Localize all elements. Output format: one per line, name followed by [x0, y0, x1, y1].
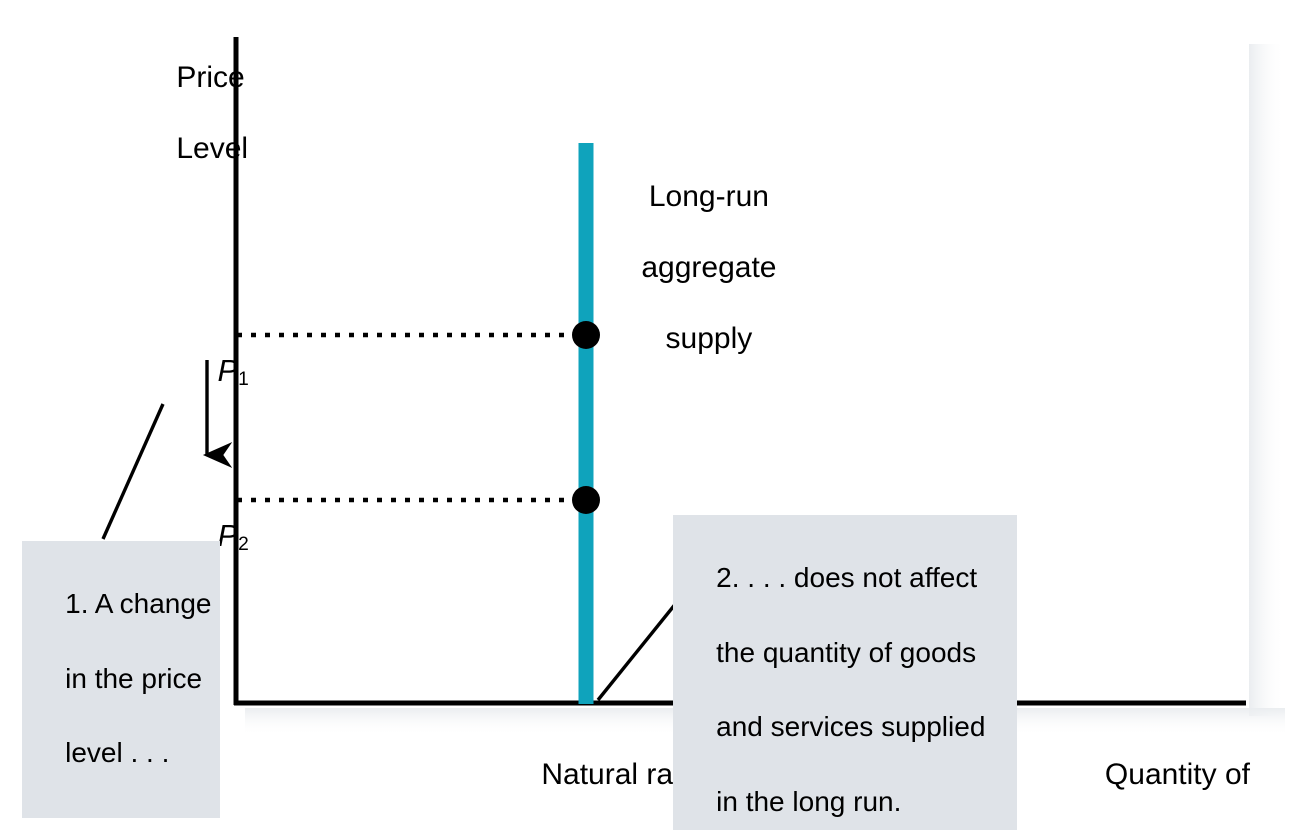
equilibrium-point-p1[interactable] [572, 321, 600, 349]
y-axis-label-line1: Price [176, 61, 245, 95]
p2-axis-label: P2 [183, 481, 249, 593]
lras-label-line2: aggregate [641, 251, 777, 285]
p1-symbol: P [217, 352, 239, 388]
y-axis-label-line2: Level [176, 132, 249, 166]
y-axis-label: Price Level [143, 25, 248, 202]
natural-rate-tick-label: Natural rate of output [508, 722, 698, 830]
callout-two-leader-line [596, 595, 683, 702]
x-axis-label-line1: Quantity of [1104, 758, 1250, 792]
p2-symbol: P [217, 517, 239, 553]
callout-two-line2: the quantity of goods [716, 636, 977, 668]
callout-one-leader-line [101, 403, 165, 540]
shadow-band-right [1249, 44, 1285, 716]
p1-subscript: 1 [238, 368, 249, 390]
callout-two-line3: and services supplied [716, 711, 986, 743]
callout-two-line1: 2. . . . does not affect [716, 562, 978, 594]
callout-one-line3: level . . . [65, 737, 170, 769]
p1-axis-label: P1 [183, 316, 249, 428]
callout-one-line2: in the price [65, 662, 203, 694]
equilibrium-point-p2[interactable] [572, 486, 600, 514]
callout-one-line1: 1. A change [65, 588, 212, 620]
callout-box-one: 1. A change in the price level . . . [22, 541, 220, 818]
lras-label-line3: supply [665, 321, 753, 355]
callout-box-two: 2. . . . does not affect the quantity of… [673, 515, 1017, 830]
callout-two-line4: in the long run. [716, 785, 902, 817]
lras-curve-label: Long-run aggregate supply [608, 144, 776, 392]
p2-subscript: 2 [238, 533, 249, 555]
x-axis-label: Quantity of Output [1000, 722, 1250, 830]
lras-label-line1: Long-run [648, 180, 769, 214]
